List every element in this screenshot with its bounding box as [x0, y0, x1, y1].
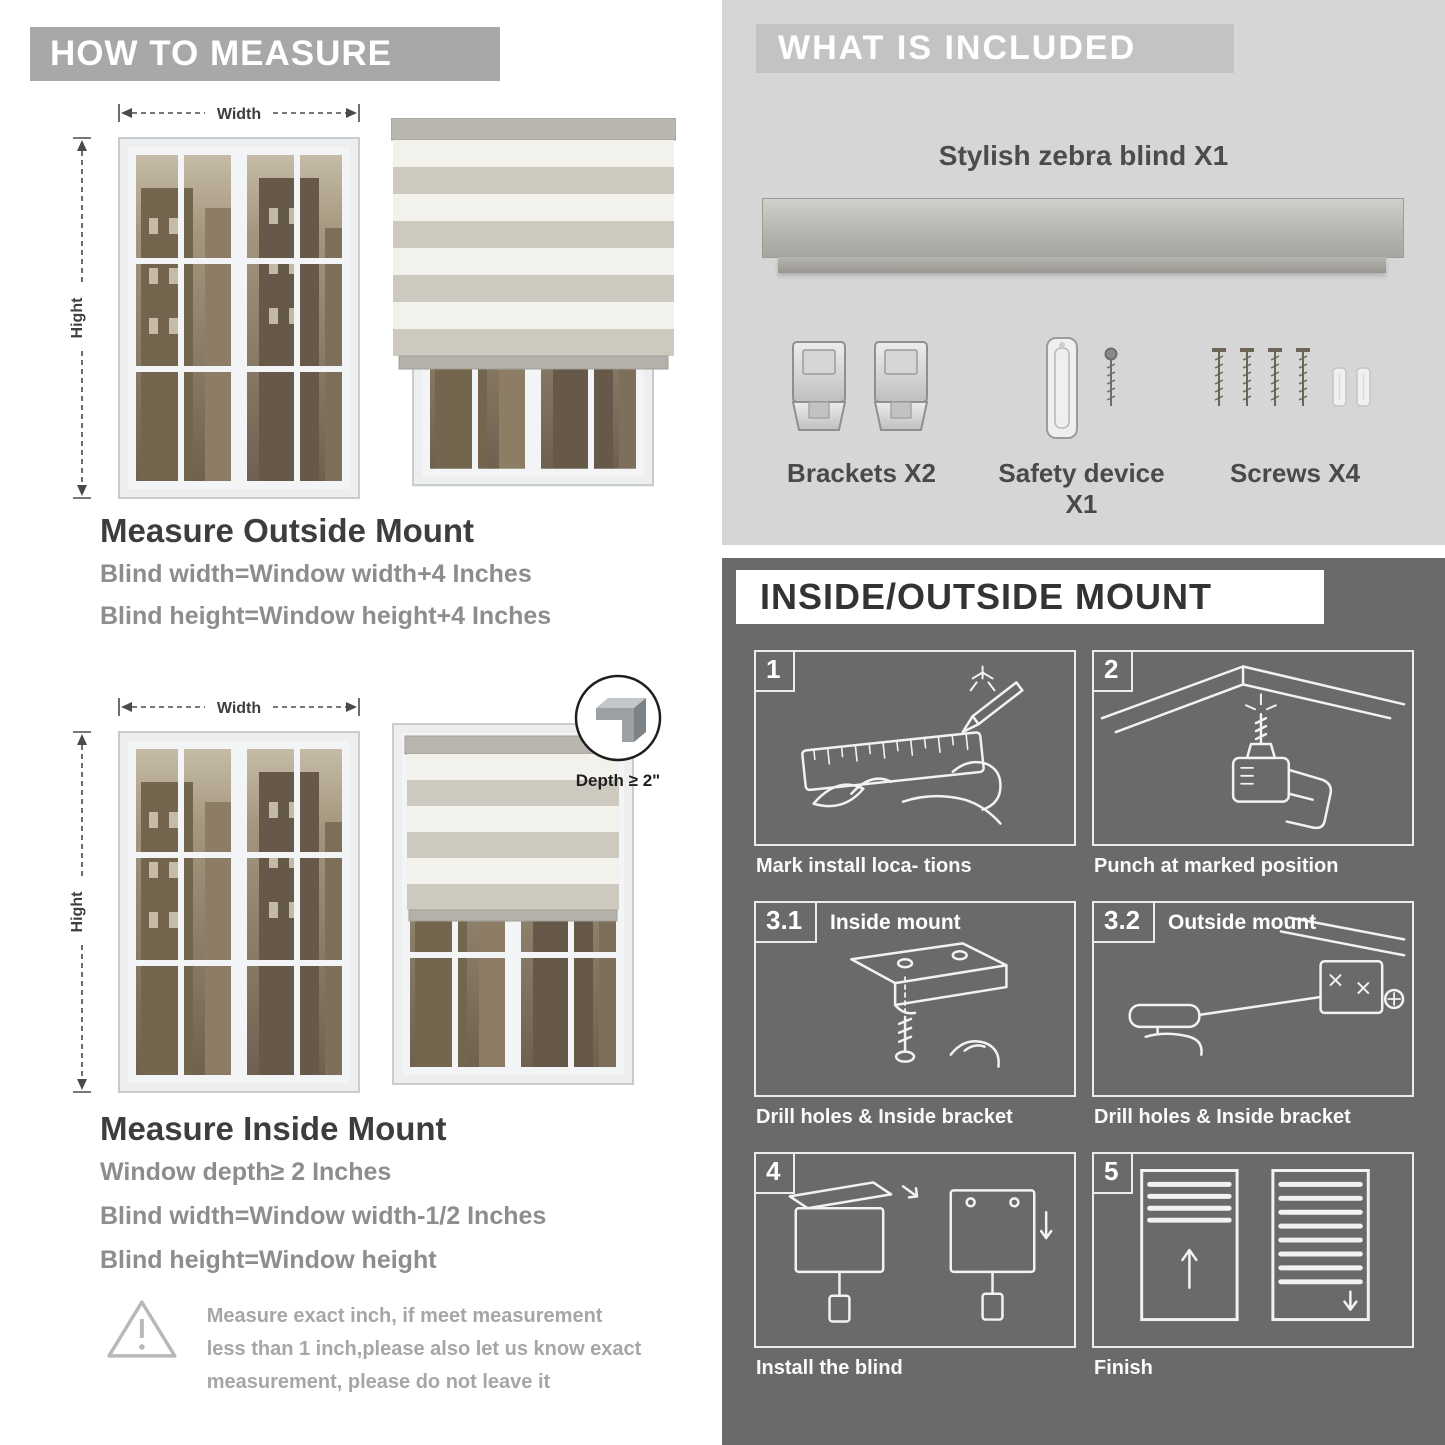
finished-blinds-illustration — [1140, 1169, 1370, 1322]
how-to-measure-title: HOW TO MEASURE — [50, 34, 392, 73]
step-3-2-label: Outside mount — [1168, 911, 1317, 934]
step-2-caption: Punch at marked position — [1094, 855, 1339, 877]
step-1-panel: 1 — [754, 650, 1076, 846]
window-measure-illustration — [55, 96, 365, 506]
what-is-included-title: WHAT IS INCLUDED — [778, 29, 1137, 67]
zebra-blind-outside-figure — [390, 117, 677, 506]
what-is-included-panel: WHAT IS INCLUDED Stylish zebra blind X1 — [722, 0, 1445, 545]
step-4-panel: 4 — [754, 1152, 1076, 1348]
brackets-item: Brackets X2 — [774, 326, 949, 489]
window-measure-illustration — [55, 690, 365, 1100]
depth-callout: Depth ≥ 2" — [558, 672, 678, 791]
step-3-2-caption: Drill holes & Inside bracket — [1094, 1106, 1351, 1128]
step-2-panel: 2 — [1092, 650, 1414, 846]
step-3-1-panel: 3.1 Inside mount — [754, 901, 1076, 1097]
drill-illustration — [1100, 665, 1406, 830]
outside-formula-height: Blind height=Window height+4 Inches — [100, 602, 552, 630]
screws-icon — [1212, 348, 1371, 407]
blind-headrail-illustration — [762, 198, 1404, 258]
zebra-blind-inside-figure — [391, 722, 635, 1100]
step-3-1-caption: Drill holes & Inside bracket — [756, 1106, 1013, 1128]
mark-location-illustration — [801, 665, 1024, 825]
step-5-number: 5 — [1094, 1154, 1134, 1194]
safety-device-label: Safety device X1 — [998, 458, 1165, 519]
step-1-number: 1 — [756, 652, 796, 692]
measure-note-text: Measure exact inch, if meet measurement … — [206, 1305, 642, 1393]
zebra-blind-outside-illustration — [390, 117, 677, 490]
mount-instructions-panel: INSIDE/OUTSIDE MOUNT — [722, 558, 1445, 1445]
screws-label: Screws X4 — [1229, 458, 1361, 488]
step-4-number: 4 — [756, 1154, 796, 1194]
step-4: 4 Install the blind — [754, 1152, 1076, 1397]
step-3-1-label: Inside mount — [830, 911, 961, 934]
step-3-1-number: 3.1 — [756, 903, 818, 943]
step-5: 5 Finish — [1092, 1152, 1414, 1397]
step-4-caption: Install the blind — [756, 1357, 903, 1379]
outside-mount-title: Measure Outside Mount — [100, 512, 475, 549]
step-3-2-panel: 3.2 Outside mount — [1092, 901, 1414, 1097]
anchors-icon — [1332, 367, 1371, 407]
brackets-label: Brackets X2 — [787, 458, 936, 488]
mount-steps-grid: 1 Mark install loca- tions — [754, 650, 1414, 1397]
how-to-measure-header: HOW TO MEASURE — [30, 27, 500, 81]
inside-formula-depth: Window depth≥ 2 Inches — [100, 1158, 392, 1186]
mount-title: INSIDE/OUTSIDE MOUNT — [760, 576, 1213, 617]
step-3-2-number: 3.2 — [1094, 903, 1156, 943]
safety-device-item: Safety device X1 — [984, 326, 1179, 520]
depth-corner-icon — [574, 674, 662, 762]
step-2-number: 2 — [1094, 652, 1134, 692]
inside-bracket-illustration — [850, 942, 1008, 1068]
inside-mount-figures — [55, 690, 635, 1100]
screws-item: Screws X4 — [1200, 326, 1390, 489]
mount-header: INSIDE/OUTSIDE MOUNT — [736, 570, 1324, 624]
zebra-blind-inside-illustration — [391, 722, 635, 1086]
measure-note: Measure exact inch, if meet measurement … — [105, 1296, 645, 1399]
safety-device-icon — [1045, 337, 1117, 439]
step-3-2: 3.2 Outside mount Drill holes & Inside b… — [1092, 901, 1414, 1146]
install-blind-illustration — [788, 1181, 1053, 1323]
step-5-panel: 5 — [1092, 1152, 1414, 1348]
outside-bracket-illustration — [1128, 916, 1406, 1056]
inside-formula-width: Blind width=Window width-1/2 Inches — [100, 1202, 547, 1230]
step-1-caption: Mark install loca- tions — [756, 855, 972, 877]
outside-formula-width: Blind width=Window width+4 Inches — [100, 560, 532, 588]
depth-label: Depth ≥ 2" — [575, 771, 661, 790]
inside-formula-height: Blind height=Window height — [100, 1246, 437, 1274]
brackets-icon — [791, 341, 928, 431]
step-2: 2 Punch at marked position — [1092, 650, 1414, 895]
warning-triangle-icon — [107, 1300, 177, 1358]
step-1: 1 Mark install loca- tions — [754, 650, 1076, 895]
outside-mount-figures — [55, 96, 677, 506]
inside-mount-title: Measure Inside Mount — [100, 1110, 447, 1147]
step-5-caption: Finish — [1094, 1357, 1153, 1379]
blind-headrail-valance — [778, 257, 1386, 273]
step-3-1: 3.1 Inside mount Drill holes & Inside br… — [754, 901, 1076, 1146]
product-name: Stylish zebra blind X1 — [938, 140, 1229, 171]
what-is-included-header: WHAT IS INCLUDED — [756, 24, 1234, 73]
